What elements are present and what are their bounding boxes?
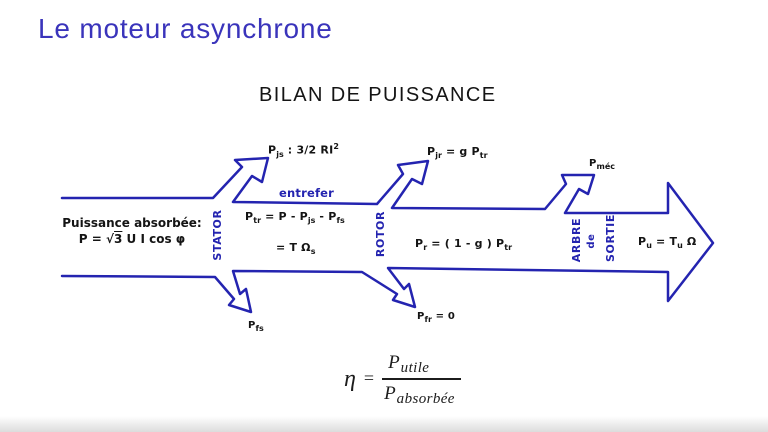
fraction-numerator: Putile: [382, 352, 461, 380]
label-pjr: Pjr = g Ptr: [427, 145, 488, 161]
label-pmec: Pméc: [589, 158, 616, 171]
label-ptr-torque: = T Ωs: [276, 241, 316, 257]
efficiency-formula: η = Putile Pabsorbée: [344, 352, 461, 407]
arbre-label: ARBRE: [570, 217, 583, 263]
stator-label: STATOR: [211, 209, 224, 261]
equals-sign: =: [363, 368, 375, 388]
label-pu: Pu = Tu Ω: [638, 235, 697, 251]
label-pfr: Pfr = 0: [417, 311, 456, 324]
radical-3: 3: [114, 232, 123, 247]
page-title: Le moteur asynchrone: [38, 13, 333, 44]
bottom-gradient: [0, 416, 768, 432]
input-power-formula: P = √3 U I cos φ: [78, 232, 186, 247]
entrefer-label: entrefer: [279, 186, 335, 200]
label-ptr: Ptr = P - Pjs - Pfs: [245, 210, 345, 226]
de-label: de: [586, 233, 597, 249]
input-power-title: Puissance absorbée:: [62, 216, 202, 230]
efficiency-fraction: Putile Pabsorbée: [382, 352, 461, 407]
rotor-label: ROTOR: [374, 210, 387, 258]
sortie-label: SORTIE: [604, 214, 617, 262]
diagram-subtitle: BILAN DE PUISSANCE: [259, 84, 497, 106]
label-pr: Pr = ( 1 - g ) Ptr: [415, 237, 513, 253]
label-pjs: Pjs : 3/2 RI2: [268, 142, 339, 159]
eta-symbol: η: [344, 366, 356, 392]
power-flow-outline: [60, 156, 715, 314]
fraction-denominator: Pabsorbée: [384, 383, 455, 407]
input-power-label: Puissance absorbée: P = √3 U I cos φ: [56, 215, 208, 247]
label-pfs: Pfs: [248, 320, 264, 333]
